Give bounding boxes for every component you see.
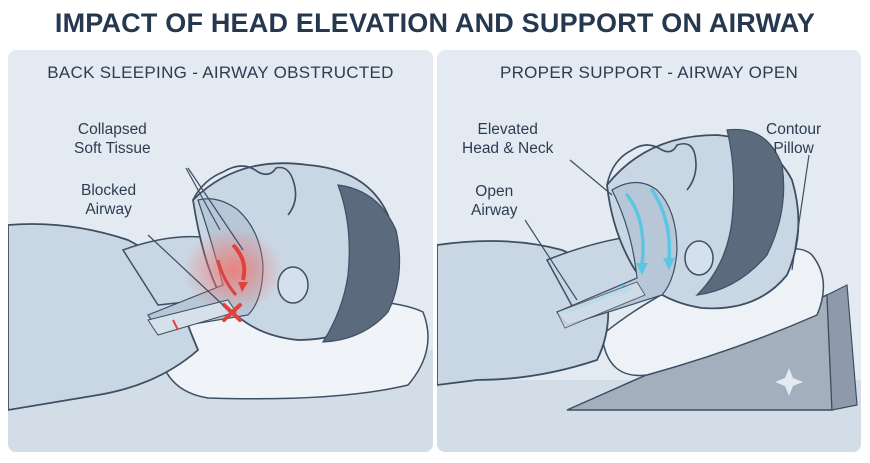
panel-title-left: BACK SLEEPING - AIRWAY OBSTRUCTED [47, 63, 394, 82]
trachea [147, 299, 237, 336]
label-elevated-head-neck: Elevated Head & Neck [462, 121, 554, 157]
label-blocked-airway: Blocked Airway [81, 182, 137, 218]
collapse-arrow-1 [231, 243, 247, 281]
illustration-proper-support [437, 128, 861, 452]
page-title: IMPACT OF HEAD ELEVATION AND SUPPORT ON … [54, 8, 816, 38]
label-open-airway: Open Airway [471, 183, 518, 219]
label-collapsed-soft-tissue: Collapsed Soft Tissue [74, 121, 151, 157]
face-profile [606, 142, 697, 191]
panel-title-right: PROPER SUPPORT - AIRWAY OPEN [499, 63, 799, 82]
illustration-back-sleeping [8, 162, 433, 452]
hair [695, 128, 785, 296]
ear [684, 240, 714, 276]
collapse-arrow-2 [216, 259, 238, 296]
panel-proper-support: PROPER SUPPORT - AIRWAY OPEN Elevated He… [437, 50, 861, 452]
sparkle-icon [775, 368, 803, 396]
obstruction-glow [183, 228, 283, 312]
hair [321, 184, 401, 343]
label-contour-pillow: Contour Pillow [766, 121, 822, 157]
face-profile [192, 165, 297, 216]
airway-cross-section [556, 181, 678, 326]
blocked-x-mark [222, 303, 242, 322]
panel-back-sleeping: BACK SLEEPING - AIRWAY OBSTRUCTED Collap… [8, 50, 433, 452]
